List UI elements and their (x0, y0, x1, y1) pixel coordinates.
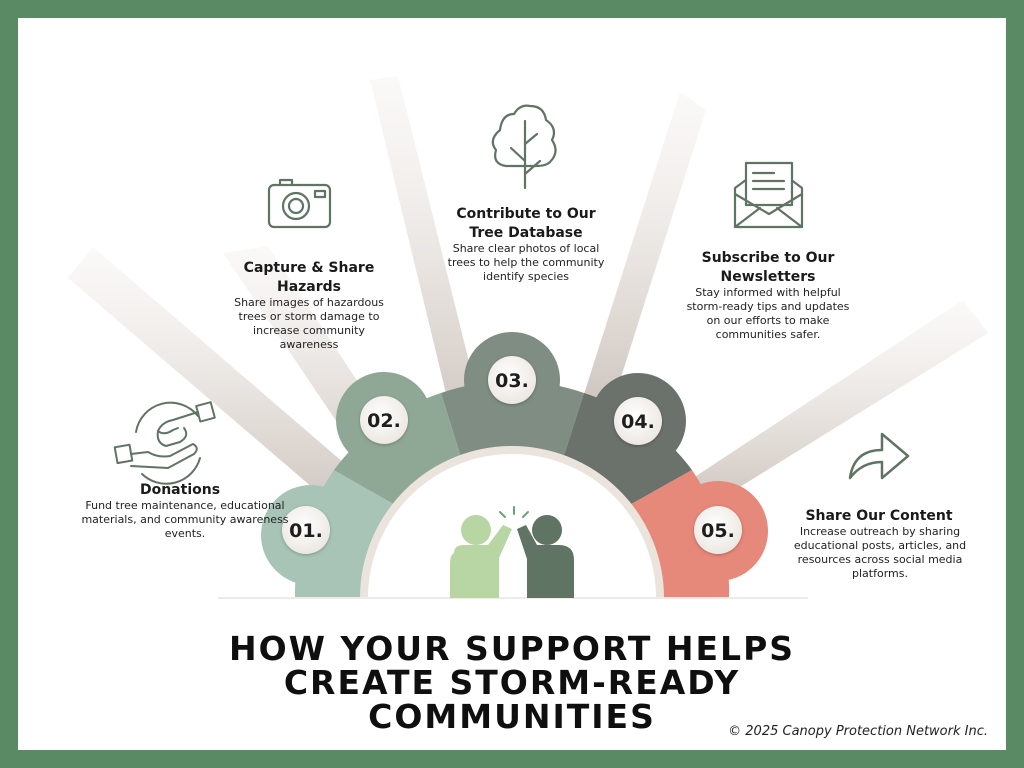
step-2-description: Share images of hazardous trees or storm… (234, 296, 384, 351)
step-number-1: 01. (289, 520, 323, 542)
copyright-notice: © 2025 Canopy Protection Network Inc. (728, 724, 988, 739)
ray-4 (578, 92, 706, 418)
arch-inner-shadow (360, 446, 664, 599)
camera-icon (267, 178, 332, 229)
step-4-description: Stay informed with helpful storm-ready t… (686, 286, 850, 341)
handshake-icon (113, 401, 216, 485)
ray-1 (68, 247, 373, 518)
newsletter-envelope-icon (733, 161, 804, 229)
badge-02: 02. (360, 396, 408, 444)
support-fan-diagram: 01. 02. 03. 04. 05. (68, 76, 988, 599)
arch-inner-white (362, 448, 662, 598)
step-2-title: Capture & Share Hazards (243, 260, 375, 295)
step-1-title: Donations (139, 482, 221, 498)
high-five-icon (450, 506, 574, 598)
badge-01: 01. (282, 506, 330, 554)
step-5-description: Increase outreach by sharing educational… (793, 525, 967, 580)
light-rays (68, 76, 988, 518)
step-3-title: Contribute to Our Tree Database (456, 206, 596, 241)
badge-03: 03. (488, 356, 536, 404)
step-5-title: Share Our Content (805, 508, 953, 524)
infographic-card: 01. 02. 03. 04. 05. (18, 18, 1006, 750)
tree-icon (491, 104, 557, 190)
step-4-title: Subscribe to Our Newsletters (701, 250, 835, 285)
step-1-description: Fund tree maintenance, educational mater… (81, 499, 289, 540)
fan-arch (218, 380, 808, 599)
step-number-2: 02. (367, 410, 401, 432)
share-arrow-icon (848, 432, 910, 480)
ray-5 (678, 300, 988, 513)
badge-05: 05. (694, 506, 742, 554)
page-title: HOW YOUR SUPPORT HELPS CREATE STORM-READ… (228, 629, 796, 736)
ray-3 (370, 76, 488, 443)
badge-04: 04. (614, 397, 662, 445)
step-number-5: 05. (701, 520, 735, 542)
step-3-description: Share clear photos of local trees to hel… (447, 242, 605, 283)
step-number-3: 03. (495, 370, 529, 392)
step-number-4: 04. (621, 411, 655, 433)
